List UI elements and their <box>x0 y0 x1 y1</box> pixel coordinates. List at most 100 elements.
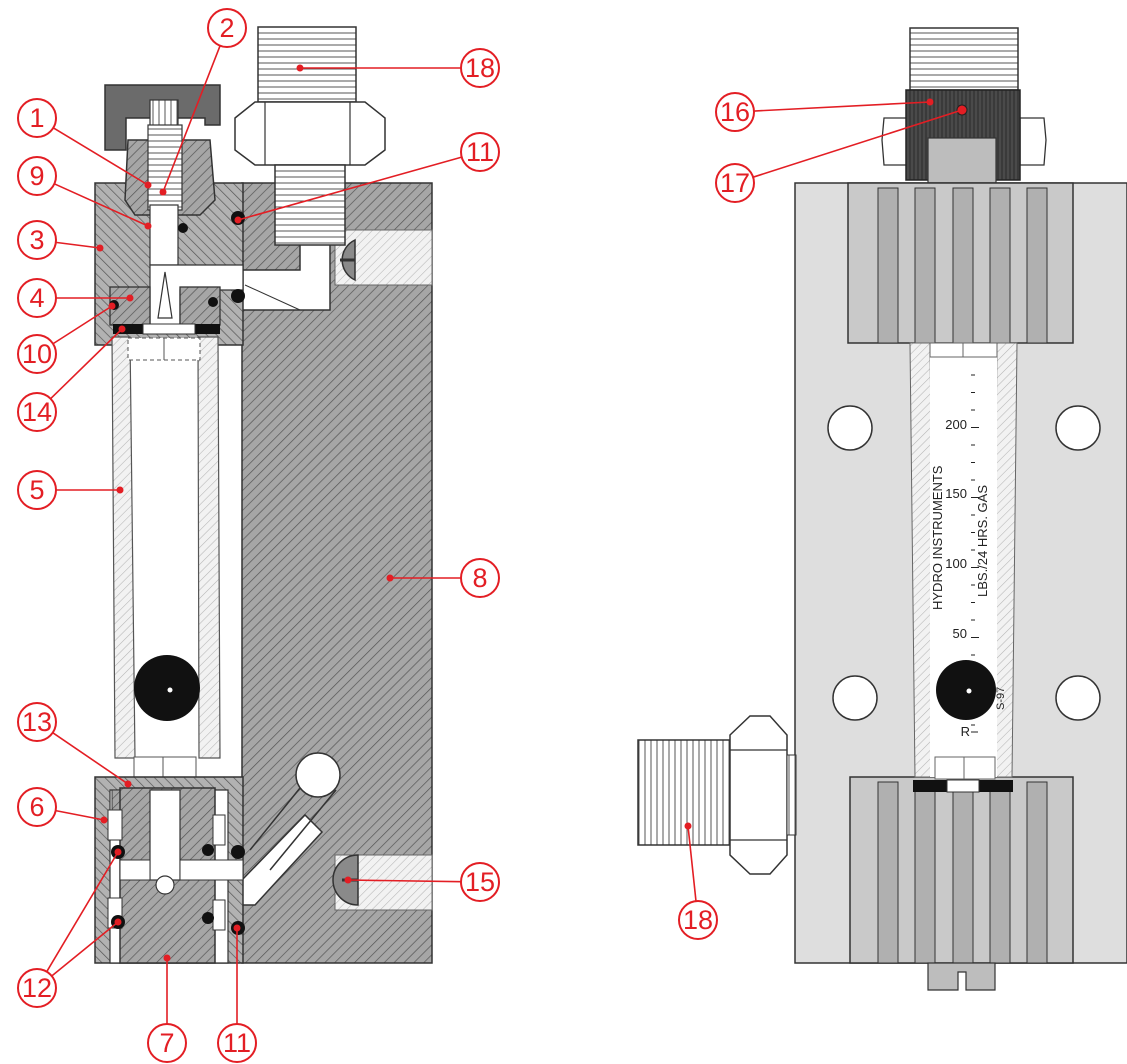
scale-label-100: 100 <box>945 556 967 571</box>
leader-dot <box>926 98 934 106</box>
leader-dot <box>684 822 692 830</box>
mounting-hole <box>827 405 873 451</box>
leader-dot <box>234 216 242 224</box>
callout-number: 6 <box>29 792 44 822</box>
passage-end <box>295 752 341 798</box>
callout-circle <box>17 702 57 742</box>
leader-line <box>347 879 462 883</box>
leader-dot <box>96 244 104 252</box>
callout-number: 18 <box>683 905 713 935</box>
scale-label-r: R <box>961 724 970 739</box>
leader-dot <box>296 64 304 72</box>
callout-18: 18 <box>296 48 500 88</box>
leader-line <box>52 732 129 785</box>
callout-number: 13 <box>22 707 52 737</box>
top-guard-bars <box>877 187 1048 344</box>
mounting-hole <box>1055 405 1101 451</box>
model-label: S-97 <box>995 687 1007 710</box>
callout-circle <box>207 8 247 48</box>
callout-circle <box>17 278 57 318</box>
leader-line <box>753 101 931 112</box>
callout-circle <box>147 1023 187 1063</box>
cross-section-view <box>94 26 433 964</box>
callout-number: 11 <box>466 137 494 167</box>
callout-3: 3 <box>17 220 104 260</box>
callout-13: 13 <box>17 702 132 788</box>
callout-circle <box>17 220 57 260</box>
leader-dot <box>126 294 134 302</box>
callout-17: 17 <box>715 106 966 203</box>
scale-ticks <box>971 374 979 726</box>
leader-line <box>687 825 697 902</box>
bottom-tab <box>927 962 996 991</box>
units-label: LBS./24 HRS. GAS <box>975 485 990 597</box>
callout-4: 4 <box>17 278 134 318</box>
side-outlet-thread <box>637 739 731 846</box>
mounting-hole <box>1055 675 1101 721</box>
leader-dot <box>159 188 167 196</box>
leader-line <box>237 156 462 221</box>
leader-dot <box>144 181 152 189</box>
leader-dot <box>118 325 126 333</box>
callout-circle <box>17 334 57 374</box>
leader-line <box>162 45 221 193</box>
float-ball <box>134 655 200 721</box>
leader-line <box>752 109 963 178</box>
needle-tip <box>157 271 173 319</box>
leader-line <box>51 921 119 977</box>
side-hex-nut <box>729 715 788 875</box>
callout-circle <box>460 558 500 598</box>
leader-dot <box>958 106 966 114</box>
callout-number: 2 <box>219 13 234 43</box>
callout-circle <box>460 48 500 88</box>
callout-12: 12 <box>17 848 122 1008</box>
front-inlet-thread <box>909 27 1019 91</box>
callout-11: 11 <box>217 924 257 1063</box>
scale-label-50: 50 <box>953 626 967 641</box>
callout-number: 10 <box>22 339 52 369</box>
leader-line <box>55 809 105 821</box>
leader-dot <box>100 816 108 824</box>
callout-number: 17 <box>720 168 750 198</box>
front-view: 200 150 100 50 R HYDRO INSTRUMENTS LBS./… <box>637 27 1127 991</box>
callout-number: 3 <box>29 225 44 255</box>
leader-line <box>46 851 119 973</box>
callout-number: 16 <box>720 97 750 127</box>
glass-tube <box>111 336 136 759</box>
callout-number: 8 <box>472 563 487 593</box>
inlet-thread-top <box>257 26 357 103</box>
leader-line <box>52 127 149 186</box>
callout-8: 8 <box>386 558 500 598</box>
inlet-hex-nut <box>234 101 386 166</box>
leader-dot <box>124 780 132 788</box>
callout-number: 11 <box>223 1028 251 1058</box>
o-ring <box>231 845 245 859</box>
leader-line <box>50 328 123 400</box>
leader-dot <box>114 848 122 856</box>
gasket-top <box>113 324 143 334</box>
callout-15: 15 <box>344 862 500 902</box>
callout-circle <box>715 92 755 132</box>
callout-circle <box>17 787 57 827</box>
o-ring <box>208 297 218 307</box>
callout-number: 1 <box>29 103 44 133</box>
callout-number: 15 <box>465 867 495 897</box>
callout-5: 5 <box>17 470 124 510</box>
leader-line <box>52 305 113 345</box>
callout-circle <box>460 132 500 172</box>
mounting-hole <box>832 675 878 721</box>
leader-dot <box>116 486 124 494</box>
callout-circle <box>17 470 57 510</box>
brand-label: HYDRO INSTRUMENTS <box>930 465 945 610</box>
callout-number: 14 <box>22 397 52 427</box>
callout-circle <box>217 1023 257 1063</box>
callout-7: 7 <box>147 954 187 1063</box>
callout-circle <box>17 968 57 1008</box>
scale-label-200: 200 <box>945 417 967 432</box>
leader-dot <box>163 954 171 962</box>
callout-circle <box>715 163 755 203</box>
valve-stem <box>147 124 183 211</box>
o-ring <box>231 289 245 303</box>
